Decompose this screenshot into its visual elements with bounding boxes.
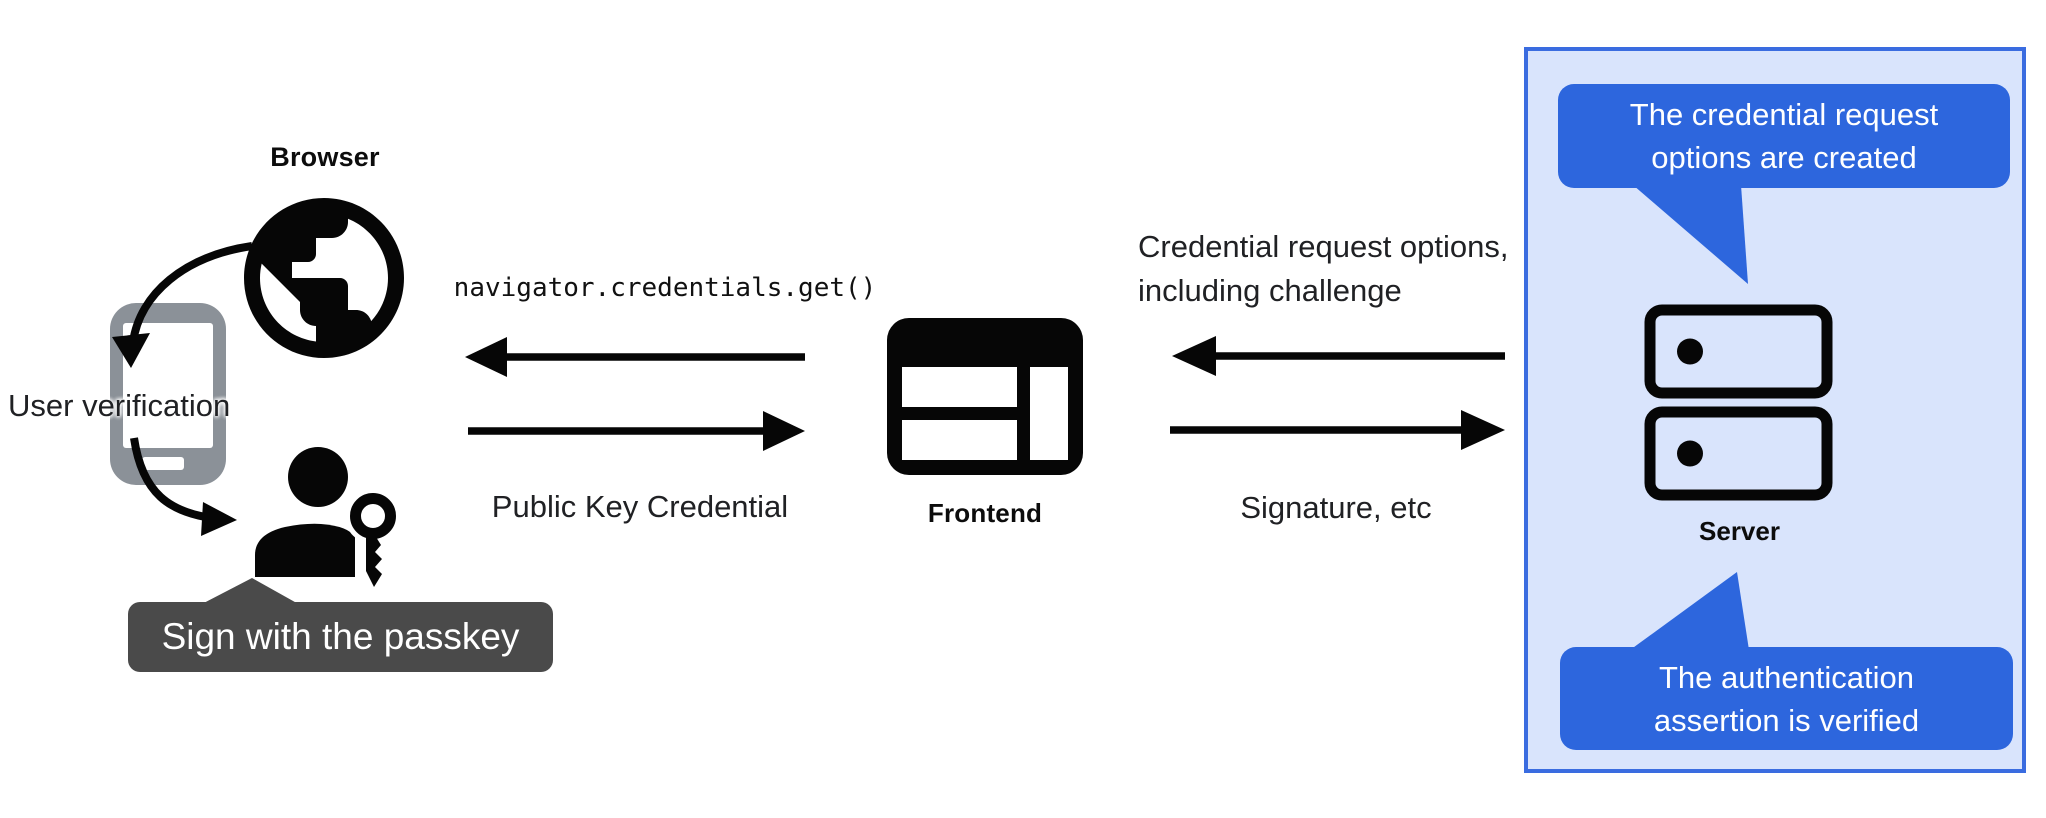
callout-bottom-line2: assertion is verified [1653, 702, 1920, 738]
globe-icon [244, 198, 404, 358]
credential-request-options-line1: Credential request options, [1138, 229, 1509, 264]
credential-request-options-label: Credential request options, including ch… [1138, 225, 1509, 313]
arrow-frontend-to-browser [465, 337, 805, 377]
sign-with-passkey-callout: Sign with the passkey [128, 602, 553, 672]
server-panel: The credential request options are creat… [1524, 47, 2026, 773]
user-verification-label: User verification [8, 388, 231, 423]
server-label: Server [1699, 516, 1780, 546]
arrow-browser-to-frontend [468, 411, 805, 451]
signature-label: Signature, etc [1240, 490, 1432, 525]
api-call-label: navigator.credentials.get() [453, 273, 877, 303]
arrow-server-to-frontend [1172, 336, 1505, 376]
arrow-frontend-to-server [1170, 410, 1505, 450]
server-stack-icon [1644, 304, 1833, 501]
sign-with-passkey-text: Sign with the passkey [161, 616, 520, 657]
person-with-passkey-icon [255, 447, 401, 587]
assertion-verified-callout: The authentication assertion is verified [1560, 647, 2013, 750]
callout-top-line2: options are created [1651, 140, 1917, 175]
credential-options-created-callout: The credential request options are creat… [1558, 84, 2010, 188]
public-key-credential-label: Public Key Credential [491, 489, 789, 524]
browser-label: Browser [270, 142, 380, 172]
callout-top-line1: The credential request [1629, 97, 1939, 132]
browser-window-icon [887, 318, 1083, 475]
credential-request-options-line2: including challenge [1138, 273, 1402, 308]
frontend-label: Frontend [927, 498, 1043, 528]
callout-bottom-line1: The authentication [1658, 659, 1915, 695]
